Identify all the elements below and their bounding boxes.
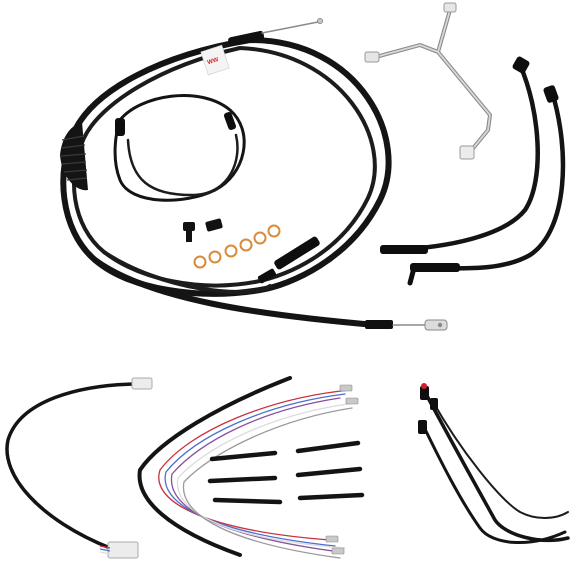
clutch-cable-coil xyxy=(113,94,246,202)
abs-line-fitting-side xyxy=(430,398,438,410)
lower-cable-end-hole xyxy=(437,322,443,328)
copper-washer xyxy=(239,238,253,252)
banjo-bolts-and-fittings xyxy=(183,218,223,242)
heat-shrink-tube xyxy=(207,475,278,484)
clutch-cable-inner xyxy=(126,133,239,197)
wire-red xyxy=(158,389,351,541)
heat-shrink-tubes xyxy=(207,440,365,505)
copper-washer xyxy=(253,231,267,245)
lower-cable-ferrule xyxy=(365,320,393,329)
harness-cable xyxy=(5,382,137,550)
copper-washer xyxy=(208,250,222,264)
heat-shrink-tube xyxy=(209,450,278,462)
wire-terminal xyxy=(331,547,345,555)
throttle-cable-lower-run xyxy=(92,257,378,328)
cable-label-tag-text: WW xyxy=(207,57,220,66)
clutch-cable-end-right xyxy=(224,112,236,130)
brake-line-upper-end-fitting xyxy=(380,245,428,254)
black-brake-lines xyxy=(380,56,566,286)
brake-line-upper xyxy=(387,62,540,253)
abs-line-thin xyxy=(431,399,569,519)
wire-terminal xyxy=(345,397,359,405)
heat-shrink-tube xyxy=(297,492,365,501)
heat-shrink-tube xyxy=(295,466,363,478)
color-wire-extension-kit xyxy=(137,376,359,559)
brake-line-upper-top-fitting xyxy=(512,56,530,74)
idle-cable-lower-run xyxy=(102,250,272,295)
abs-brake-line-pair xyxy=(418,383,570,544)
wire-gray xyxy=(182,407,353,559)
brake-line-lower-end-fitting xyxy=(410,263,460,272)
banjo-fitting xyxy=(205,218,223,232)
idle-cable-main xyxy=(72,46,377,288)
handlebar-extension-harness xyxy=(5,377,153,559)
chrome-line-end-top xyxy=(443,2,457,13)
heat-shrink-tube xyxy=(212,497,283,505)
lower-cable-end-fitting xyxy=(424,319,448,331)
banjo-bolt-shank xyxy=(186,230,192,242)
copper-washer xyxy=(267,224,281,238)
wire-loom-sleeve xyxy=(137,376,292,557)
abs-line-fitting-cap xyxy=(421,383,427,389)
throttle-cable-main xyxy=(60,37,392,297)
brake-line-lower-end-hook xyxy=(407,265,417,286)
heat-shrink-tube xyxy=(295,440,361,454)
chrome-line-end-bottom xyxy=(459,145,475,160)
clutch-cable-end-left xyxy=(115,118,125,136)
chrome-brake-line xyxy=(364,2,492,160)
wire-blue xyxy=(164,393,346,547)
abs-line-fitting-top xyxy=(420,386,429,400)
chrome-line-end-left xyxy=(364,51,380,63)
chrome-line-tube-highlight xyxy=(371,9,491,153)
copper-washer xyxy=(193,255,207,269)
cable-label-tag: WW xyxy=(200,44,230,76)
abs-line-fitting-mid xyxy=(418,420,427,434)
brake-line-lower xyxy=(417,89,566,271)
wire-white xyxy=(176,402,356,549)
banjo-bolt xyxy=(183,222,195,231)
throttle-cable-bundle: WW xyxy=(60,18,448,331)
wire-terminal xyxy=(325,535,339,543)
copper-washer xyxy=(224,244,238,258)
chrome-line-tube xyxy=(370,8,492,154)
brake-line-lower-top-fitting xyxy=(543,85,559,103)
inline-cable-sleeve xyxy=(257,268,277,284)
top-cable-end-ball xyxy=(317,18,323,24)
corrugated-boot xyxy=(60,122,88,191)
copper-crush-washers xyxy=(193,224,281,269)
wire-terminal xyxy=(339,384,353,392)
harness-connector-bottom xyxy=(107,541,139,559)
clutch-cable-loop xyxy=(113,94,246,202)
harness-connector-top xyxy=(131,377,153,390)
top-cable-wire-end xyxy=(261,21,319,34)
top-cable-ferrule xyxy=(228,30,265,47)
abs-line-inner xyxy=(421,423,567,544)
inline-cable-adjuster xyxy=(274,236,320,270)
